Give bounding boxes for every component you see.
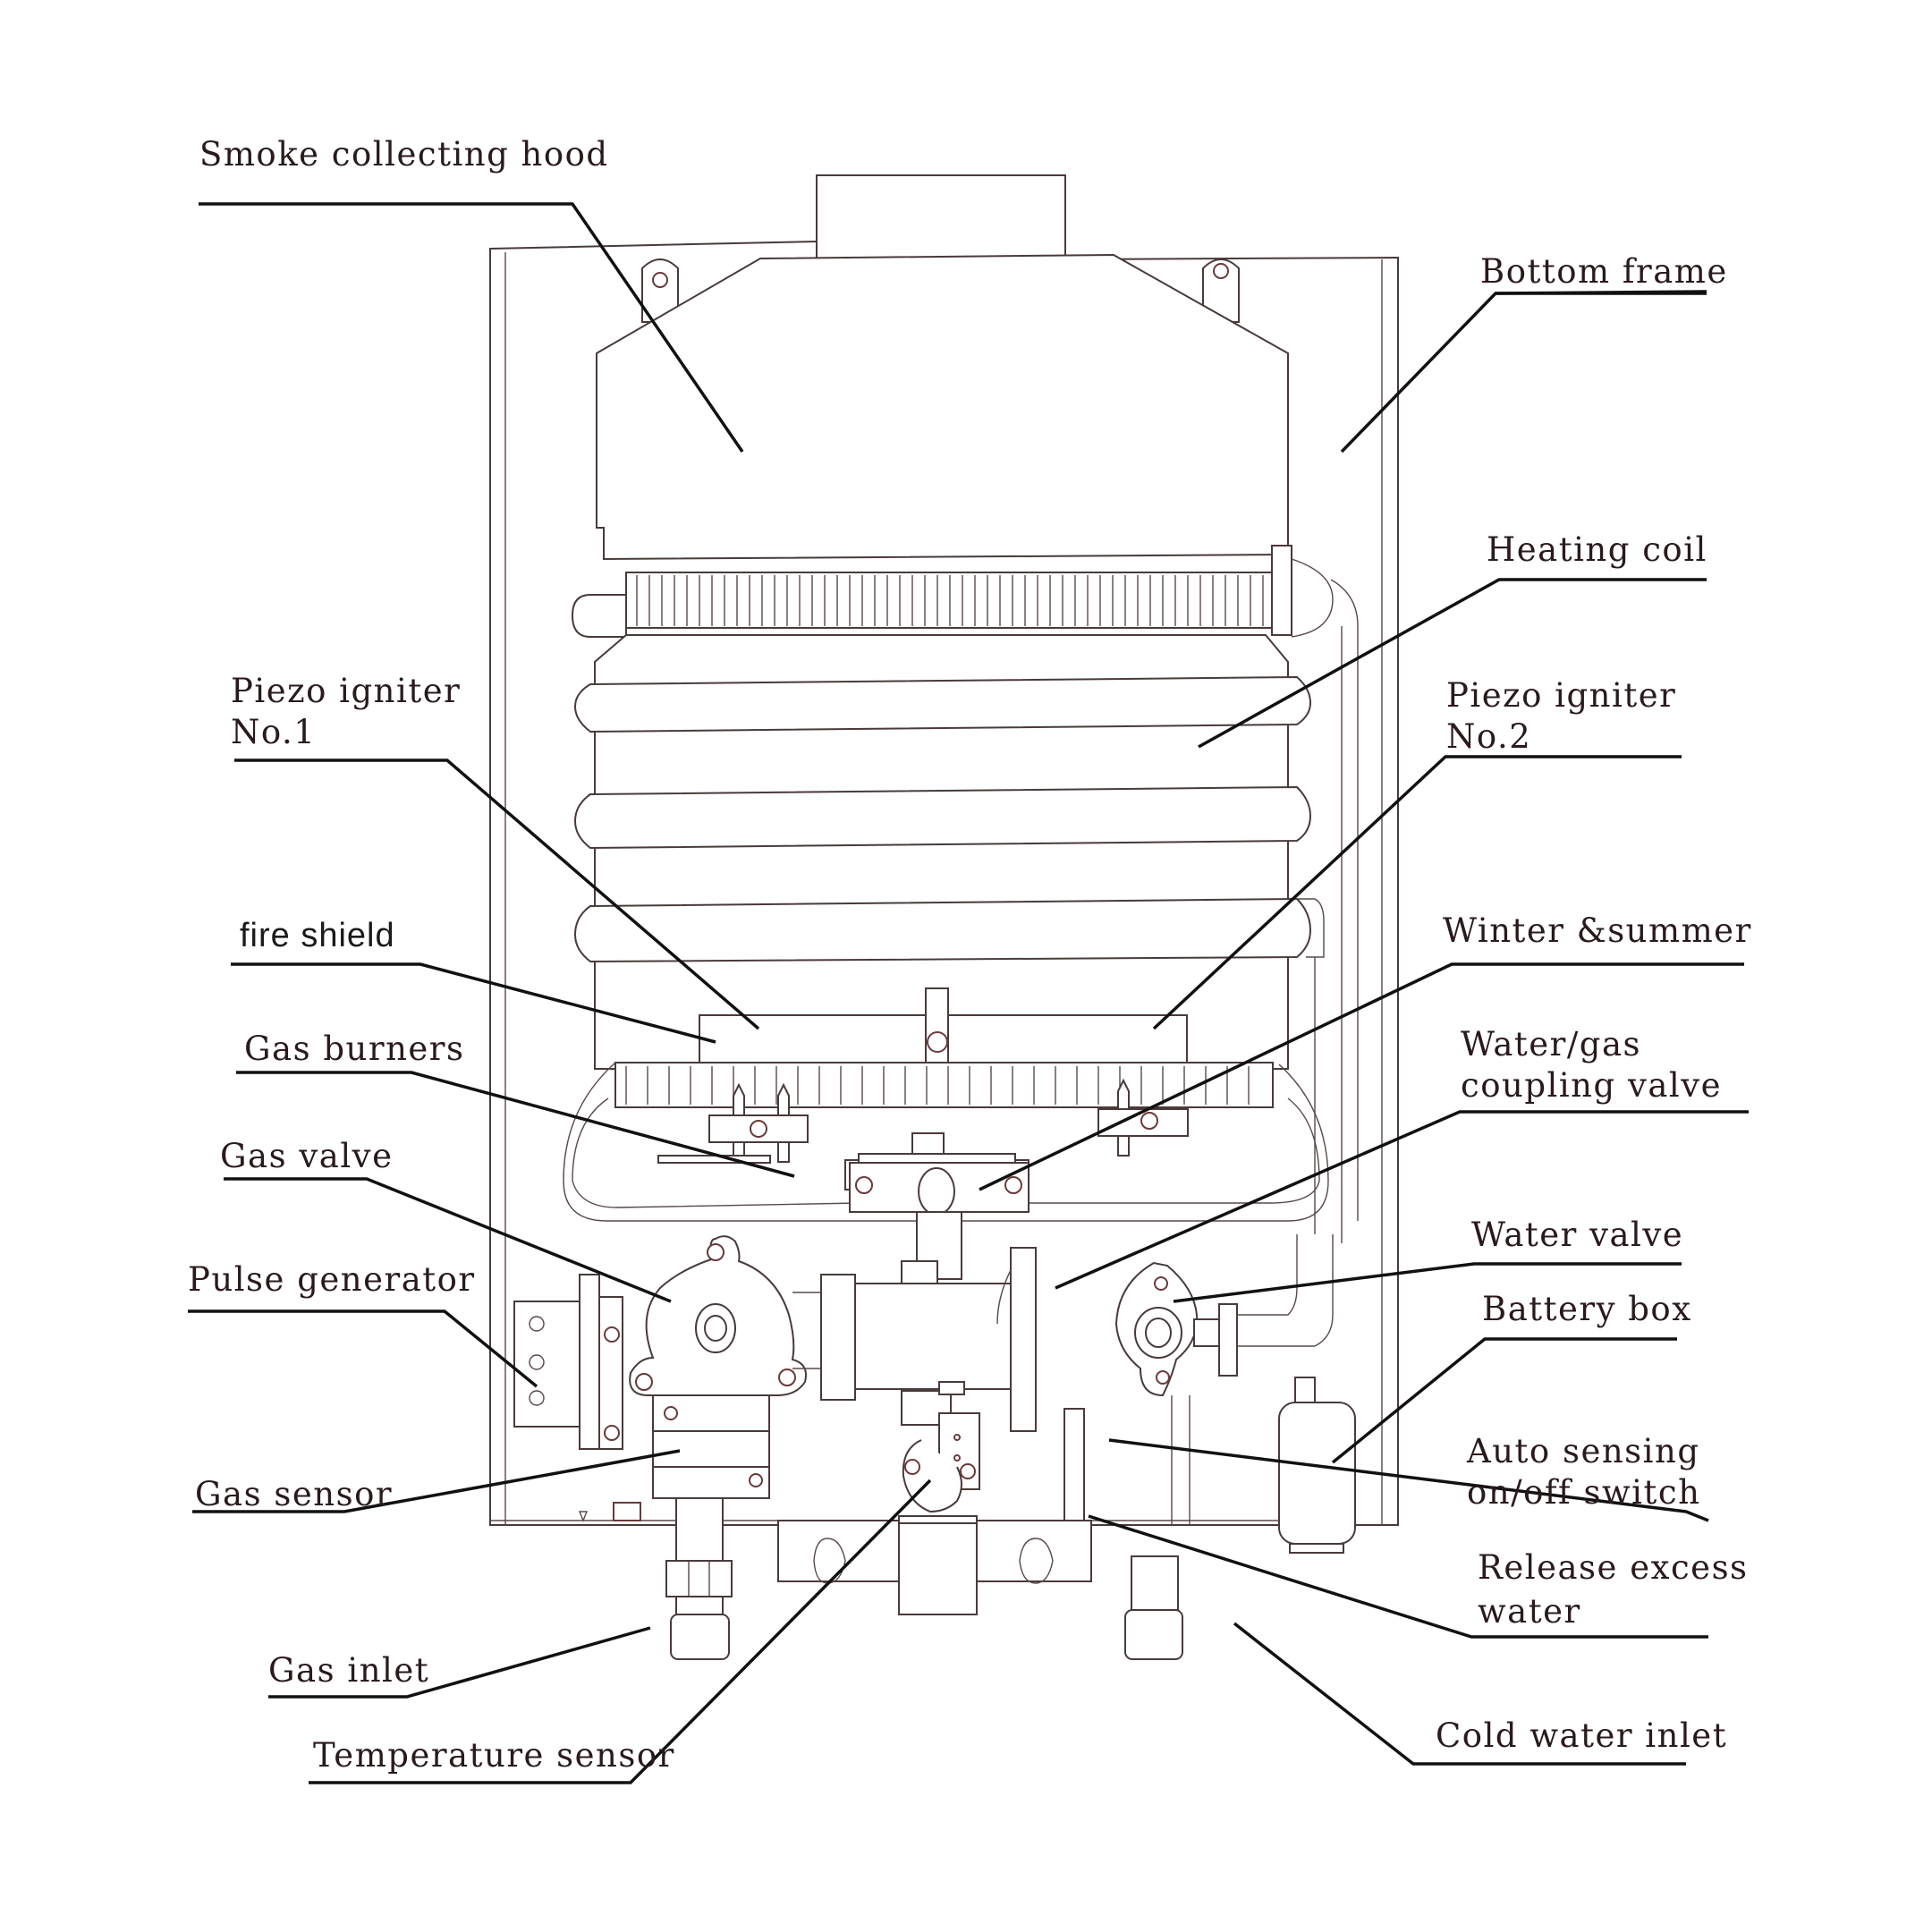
labels: Smoke collecting hood Bottom frame Heati… [188, 135, 1752, 1775]
label-bottom-frame: Bottom frame [1480, 252, 1728, 291]
label-smoke-collecting-hood: Smoke collecting hood [199, 135, 609, 174]
flue-collar [816, 174, 1066, 266]
mounting-tabs [641, 258, 1240, 323]
label-water-valve: Water valve [1471, 1216, 1683, 1254]
label-heating-coil: Heating coil [1487, 530, 1707, 569]
label-fire-shield: fire shield [240, 917, 395, 954]
heat-exchanger-fins [571, 545, 1359, 1243]
leader-lines [188, 202, 1749, 1784]
label-underlines [1495, 290, 1707, 295]
fire-shield [699, 987, 1188, 1072]
label-temperature-sensor: Temperature sensor [313, 1736, 675, 1775]
pulse-generator [513, 1274, 623, 1450]
gas-inlet-pipe [665, 1497, 733, 1660]
heating-coil [573, 634, 1325, 1234]
label-gas-valve: Gas valve [220, 1137, 393, 1175]
gas-burners [563, 1062, 1329, 1222]
cold-water-inlet-pipe [1124, 1555, 1183, 1660]
winter-summer-switch [657, 1132, 1030, 1280]
heater-drawing [489, 174, 1399, 1660]
smoke-collecting-hood [596, 253, 1289, 561]
piezo-igniter-2 [1097, 1078, 1189, 1157]
label-cold-water-inlet: Cold water inlet [1436, 1716, 1727, 1755]
label-gas-inlet: Gas inlet [268, 1651, 429, 1690]
label-gas-sensor: Gas sensor [195, 1475, 393, 1513]
piezo-igniter-1 [708, 1082, 809, 1163]
label-pulse-generator: Pulse generator [188, 1260, 476, 1299]
water-gas-coupling-valve [820, 1247, 1037, 1432]
battery-box [1278, 1377, 1356, 1554]
release-valve [1063, 1408, 1085, 1539]
label-gas-burners: Gas burners [244, 1030, 464, 1068]
small-fittings [578, 1502, 641, 1522]
label-battery-box: Battery box [1482, 1290, 1692, 1328]
label-winter-summer: Winter &summer [1443, 911, 1752, 950]
bottom-bracket [490, 1515, 1279, 1615]
water-valve [1114, 1234, 1334, 1525]
